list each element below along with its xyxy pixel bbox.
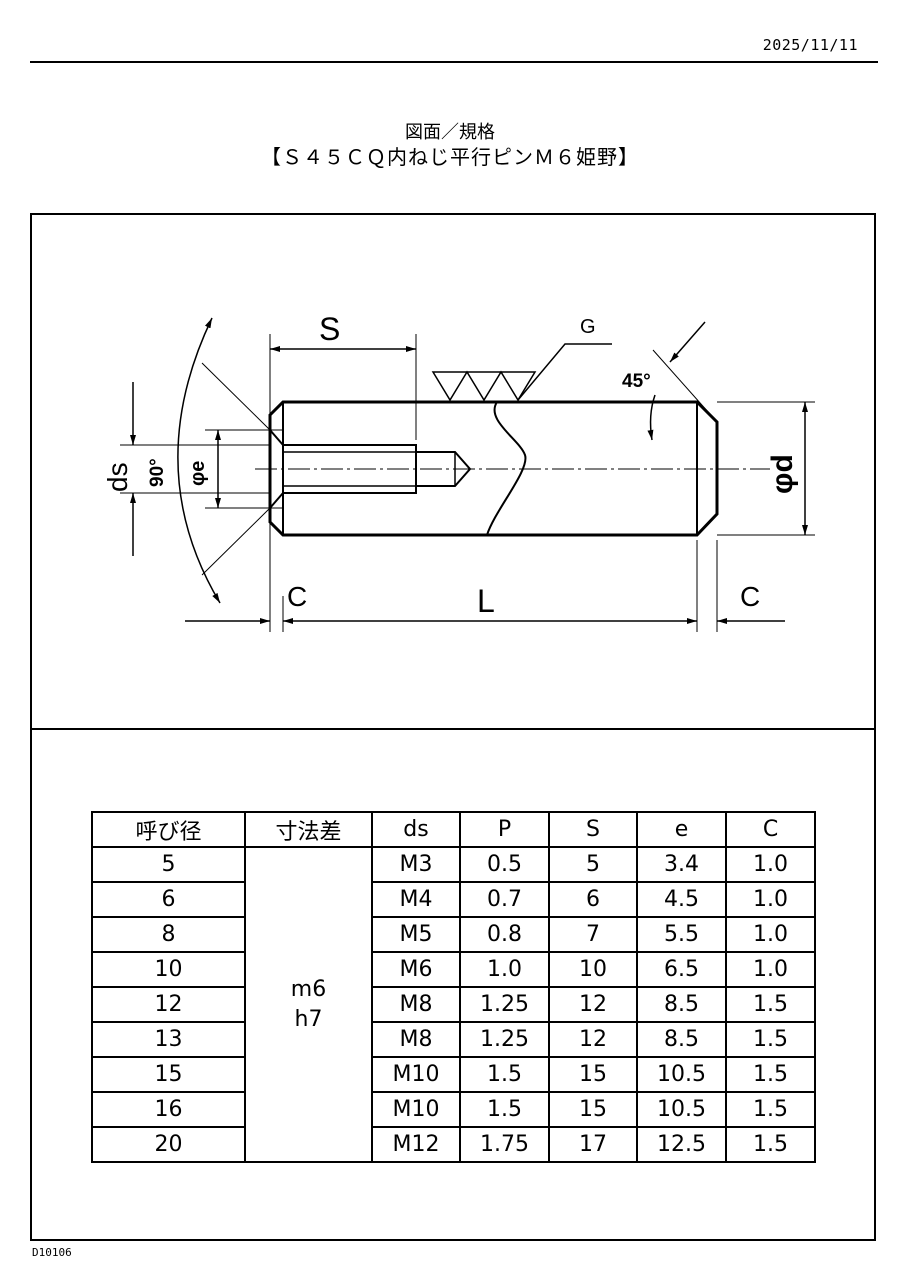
table-header-row: 呼び径 寸法差 ds P S e C	[91, 811, 816, 848]
cell-e: 8.5	[636, 986, 727, 1023]
table-row: 15 M10 1.5 15 10.5 1.5	[91, 1056, 816, 1093]
cell-e: 6.5	[636, 951, 727, 988]
cell-ds: M10	[371, 1056, 461, 1093]
document-date: 2025/11/11	[762, 36, 858, 54]
tolerance-h7: h7	[294, 1006, 323, 1032]
cell-e: 4.5	[636, 881, 727, 918]
cell-p: 1.5	[459, 1091, 550, 1128]
table-row: 5 m6 h7 M3 0.5 5 3.4 1.0	[91, 846, 816, 1163]
label-45-deg: 45°	[622, 371, 651, 392]
cell-s: 15	[548, 1056, 638, 1093]
label-phi-e: φe	[187, 461, 209, 486]
title-block: 図面／規格 【Ｓ４５ＣＱ内ねじ平行ピンＭ６姫野】	[0, 122, 900, 170]
header-e: e	[636, 811, 727, 848]
table-row: 20 M12 1.75 17 12.5 1.5	[91, 1126, 816, 1163]
tolerance-m6: m6	[290, 976, 327, 1002]
cell-nominal: 12	[91, 986, 246, 1023]
cell-s: 12	[548, 986, 638, 1023]
cell-nominal: 6	[91, 881, 246, 918]
cell-ds: M8	[371, 986, 461, 1023]
cell-s: 12	[548, 1021, 638, 1058]
break-line	[486, 401, 527, 536]
cell-tolerance: m6 h7	[244, 846, 373, 1163]
cell-nominal: 13	[91, 1021, 246, 1058]
cell-nominal: 20	[91, 1126, 246, 1163]
header-nominal-diameter: 呼び径	[91, 811, 246, 848]
angle-90-arc	[177, 317, 221, 604]
cell-p: 1.5	[459, 1056, 550, 1093]
label-ds: ds	[102, 462, 133, 492]
cell-e: 3.4	[636, 846, 727, 883]
cell-e: 5.5	[636, 916, 727, 953]
cell-ds: M5	[371, 916, 461, 953]
technical-drawing: S G 45° ds 90° φe φd C L C	[102, 311, 815, 632]
spec-table: 呼び径 寸法差 ds P S e C 5 m6 h7 M3 0.5 5 3.4 …	[91, 811, 816, 1163]
header-rule	[30, 61, 878, 63]
document-code: D10106	[32, 1246, 72, 1259]
cell-nominal: 10	[91, 951, 246, 988]
cell-s: 7	[548, 916, 638, 953]
surface-finish-symbol	[431, 370, 537, 402]
table-row: 6 M4 0.7 6 4.5 1.0	[91, 881, 816, 918]
cell-c: 1.5	[725, 1056, 816, 1093]
header-s: S	[548, 811, 638, 848]
label-g: G	[580, 316, 596, 338]
cell-nominal: 16	[91, 1091, 246, 1128]
cell-nominal: 5	[91, 846, 246, 883]
angle-45-arc	[647, 394, 656, 441]
title-subheading: 図面／規格	[405, 122, 495, 143]
cell-nominal: 8	[91, 916, 246, 953]
cell-ds: M8	[371, 1021, 461, 1058]
table-row: 13 M8 1.25 12 8.5 1.5	[91, 1021, 816, 1058]
cell-p: 1.0	[459, 951, 550, 988]
cell-c: 1.5	[725, 986, 816, 1023]
label-90-deg: 90°	[147, 458, 168, 487]
table-row: 10 M6 1.0 10 6.5 1.0	[91, 951, 816, 988]
drawing-frame	[30, 213, 876, 1241]
header-ds: ds	[371, 811, 461, 848]
cell-e: 10.5	[636, 1056, 727, 1093]
cell-c: 1.0	[725, 881, 816, 918]
header-tolerance: 寸法差	[244, 811, 373, 848]
cell-p: 1.25	[459, 1021, 550, 1058]
cell-c: 1.5	[725, 1126, 816, 1163]
label-phi-d: φd	[766, 454, 799, 494]
cell-c: 1.0	[725, 951, 816, 988]
cell-c: 1.0	[725, 916, 816, 953]
cell-ds: M10	[371, 1091, 461, 1128]
cell-e: 12.5	[636, 1126, 727, 1163]
cell-nominal: 15	[91, 1056, 246, 1093]
cell-s: 15	[548, 1091, 638, 1128]
table-row: 12 M8 1.25 12 8.5 1.5	[91, 986, 816, 1023]
header-p: P	[459, 811, 550, 848]
cell-s: 17	[548, 1126, 638, 1163]
cell-p: 1.75	[459, 1126, 550, 1163]
cell-p: 0.7	[459, 881, 550, 918]
cell-ds: M4	[371, 881, 461, 918]
cell-e: 8.5	[636, 1021, 727, 1058]
cell-ds: M12	[371, 1126, 461, 1163]
cell-c: 1.0	[725, 846, 816, 883]
frame-divider	[32, 728, 874, 730]
cell-s: 5	[548, 846, 638, 883]
cell-c: 1.5	[725, 1091, 816, 1128]
header-c: C	[725, 811, 816, 848]
cell-p: 1.25	[459, 986, 550, 1023]
cell-p: 0.8	[459, 916, 550, 953]
table-row: 8 M5 0.8 7 5.5 1.0	[91, 916, 816, 953]
cell-c: 1.5	[725, 1021, 816, 1058]
label-c-left: C	[287, 581, 307, 612]
cell-p: 0.5	[459, 846, 550, 883]
label-l: L	[477, 583, 495, 619]
title-heading: 【Ｓ４５ＣＱ内ねじ平行ピンＭ６姫野】	[261, 145, 639, 169]
table-row: 16 M10 1.5 15 10.5 1.5	[91, 1091, 816, 1128]
cell-s: 6	[548, 881, 638, 918]
cell-ds: M6	[371, 951, 461, 988]
label-s: S	[319, 311, 340, 347]
cell-e: 10.5	[636, 1091, 727, 1128]
cell-s: 10	[548, 951, 638, 988]
label-c-right: C	[740, 581, 760, 612]
cell-ds: M3	[371, 846, 461, 883]
